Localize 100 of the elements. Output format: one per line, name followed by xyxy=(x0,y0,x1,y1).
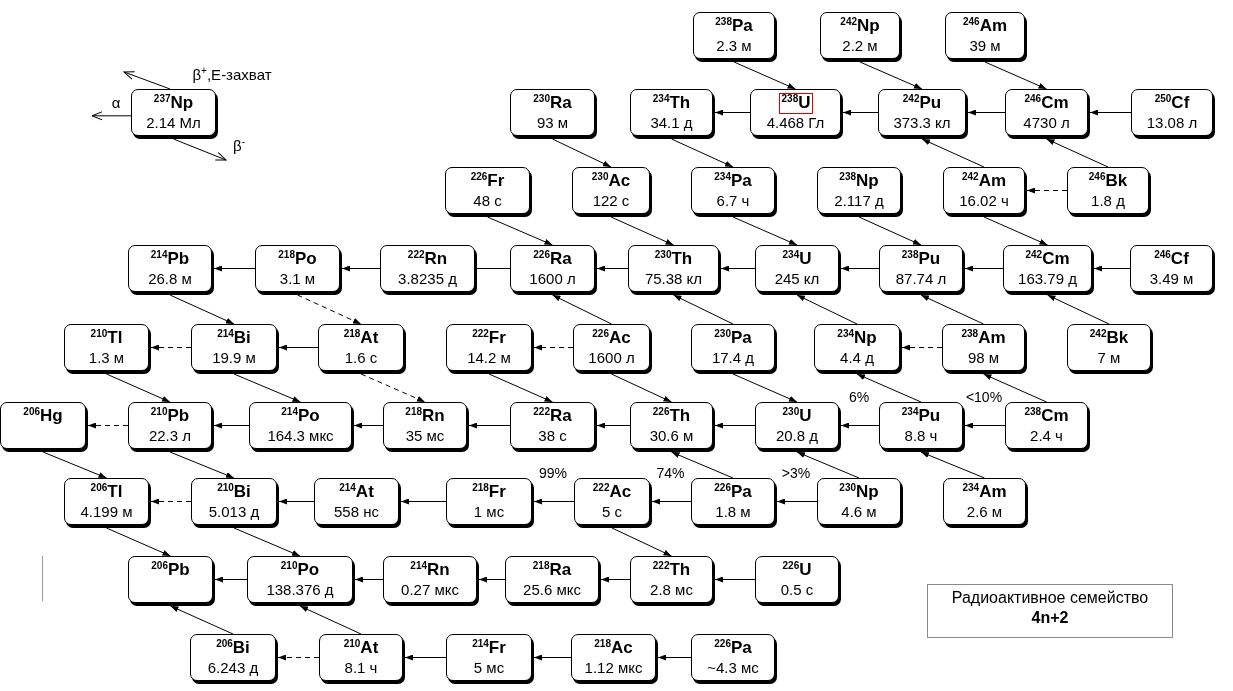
half-life: 4730 л xyxy=(1023,114,1070,132)
dashed-arrow xyxy=(533,344,574,351)
isotope-box xyxy=(572,167,650,214)
isotope-box xyxy=(318,324,404,371)
isotope-box xyxy=(878,89,966,136)
isotope-box xyxy=(510,402,595,449)
arrow xyxy=(921,138,985,168)
isotope-symbol: $^{238}$U xyxy=(781,94,811,112)
half-life: 5 с xyxy=(602,503,622,521)
arrow xyxy=(106,373,171,403)
arrow xyxy=(278,498,315,505)
isotope-box xyxy=(942,324,1025,371)
arrow xyxy=(842,109,879,116)
isotope-box xyxy=(814,324,900,371)
isotope-symbol: $^{222}$Ac xyxy=(592,483,632,501)
dashed-arrow xyxy=(297,294,362,325)
isotope-box xyxy=(128,402,212,449)
isotope-box xyxy=(879,402,963,449)
half-life: 1.12 мкс xyxy=(584,659,643,677)
arrow xyxy=(796,451,860,479)
isotope-symbol: $^{222}$Th xyxy=(652,561,691,579)
arrow xyxy=(468,422,511,429)
isotope-box xyxy=(446,478,532,525)
isotope-box xyxy=(0,402,86,449)
arrow xyxy=(1093,265,1131,272)
isotope-box xyxy=(190,634,276,681)
arrow xyxy=(600,576,631,583)
isotope-box xyxy=(945,12,1025,59)
isotope-box xyxy=(191,324,277,371)
half-life: 6.243 д xyxy=(207,659,259,677)
isotope-box xyxy=(750,89,841,136)
isotope-symbol: $^{210}$Bi xyxy=(217,483,251,501)
half-life: 558 нс xyxy=(334,503,379,521)
half-life: 22.3 л xyxy=(148,427,192,445)
dashed-arrow xyxy=(150,344,192,351)
isotope-box xyxy=(574,478,650,525)
isotope-symbol: $^{206}$Hg xyxy=(23,407,63,425)
isotope-symbol: $^{234}$Np xyxy=(837,329,877,347)
isotope-symbol: $^{226}$Fr xyxy=(470,172,505,190)
arrow xyxy=(776,498,818,505)
isotope-box xyxy=(131,89,216,136)
isotope-symbol: $^{242}$Cm xyxy=(1025,250,1070,268)
half-life: 373.3 кл xyxy=(893,114,951,132)
arrow xyxy=(651,498,692,505)
arrow xyxy=(169,294,235,325)
isotope-box xyxy=(630,402,713,449)
isotope-symbol: $^{206}$Bi xyxy=(216,639,250,657)
family-label: 4n+2 xyxy=(1031,609,1069,627)
half-life: 4.6 м xyxy=(841,503,877,521)
isotope-box xyxy=(1131,89,1213,136)
isotope-box xyxy=(628,245,719,292)
half-life: 48 с xyxy=(473,192,502,210)
isotope-symbol: $^{218}$Ra xyxy=(532,561,572,579)
isotope-box xyxy=(691,167,775,214)
isotope-symbol: $^{226}$Ra xyxy=(533,250,572,268)
half-life: 8.8 ч xyxy=(904,427,938,445)
arrow xyxy=(840,422,880,429)
arrow xyxy=(478,576,506,583)
half-life: 8.1 ч xyxy=(344,659,378,677)
half-life: 2.2 м xyxy=(842,37,878,55)
arrow xyxy=(967,109,1006,116)
isotope-symbol: $^{230}$U xyxy=(782,407,812,425)
half-life: 1.3 м xyxy=(88,349,125,367)
isotope-box xyxy=(691,634,775,681)
arrow xyxy=(169,451,235,479)
isotope-box xyxy=(128,245,212,292)
dashed-arrow xyxy=(360,373,426,403)
half-life: 1.8 м xyxy=(715,503,751,521)
half-life: 2.117 д xyxy=(834,192,884,210)
arrow xyxy=(106,527,171,557)
isotope-box xyxy=(755,402,839,449)
isotope-symbol: $^{237}$Np xyxy=(153,94,194,112)
arrow xyxy=(964,422,1006,429)
isotope-symbol: $^{234}$Pu xyxy=(901,407,941,425)
isotope-box xyxy=(1005,402,1088,449)
isotope-symbol: $^{218}$At xyxy=(343,329,379,347)
arrow xyxy=(714,109,751,116)
isotope-box xyxy=(817,478,901,525)
arrow xyxy=(1046,138,1109,168)
isotope-symbol: $^{246}$Am xyxy=(962,17,1008,35)
isotope-symbol: $^{214}$Pb xyxy=(150,250,190,268)
arrow xyxy=(42,451,107,479)
arrow xyxy=(732,373,798,403)
isotope-symbol: $^{234}$Pa xyxy=(714,172,752,190)
isotope-box xyxy=(505,556,599,603)
half-life: 245 кл xyxy=(774,270,820,288)
isotope-symbol: $^{246}$Cm xyxy=(1024,94,1069,112)
isotope-box xyxy=(380,245,475,292)
isotope-box xyxy=(1003,245,1092,292)
dashed-arrow xyxy=(1026,187,1068,194)
isotope-symbol: $^{230}$Ac xyxy=(591,172,631,190)
isotope-symbol: $^{230}$Np xyxy=(839,483,879,501)
arrow xyxy=(840,265,880,272)
isotope-symbol: $^{234}$Th xyxy=(652,94,691,112)
isotope-box xyxy=(943,478,1026,525)
arrow xyxy=(400,498,447,505)
isotope-symbol: $^{218}$Ac xyxy=(594,639,633,657)
half-life: 0.5 с xyxy=(780,581,814,599)
half-life: 2.14 Мл xyxy=(146,114,201,132)
arrow xyxy=(596,422,631,429)
